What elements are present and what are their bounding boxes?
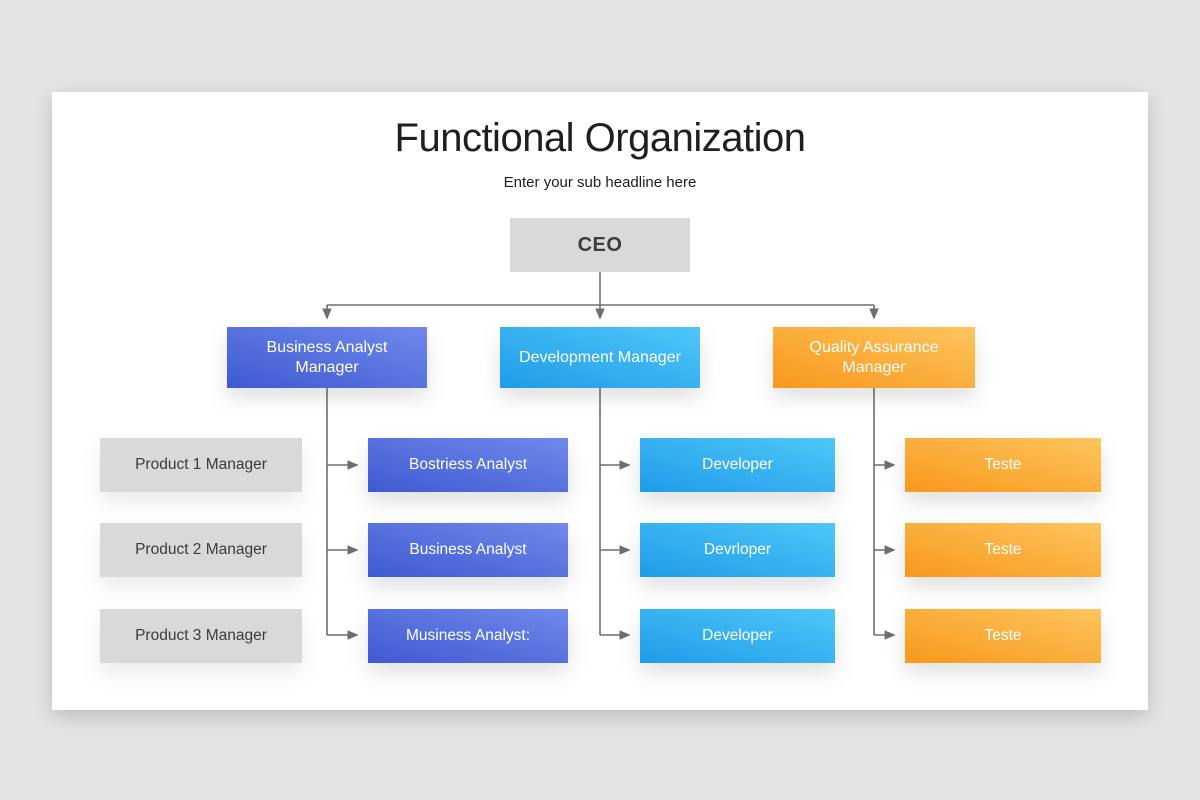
manager-box-business-analyst: Business Analyst Manager [227,327,427,388]
business-analyst-child-2-box: Business Analyst [368,523,568,577]
page-subtitle: Enter your sub headline here [503,174,697,191]
manager-box-development: Development Manager [500,327,700,388]
quality-assurance-child-1-box: Teste [905,438,1101,492]
development-child-3-box: Developer [640,609,835,663]
business-analyst-child-1-box: Bostriess Analyst [368,438,568,492]
slide-card: Functional Organization Enter your sub h… [52,92,1148,710]
ceo-box: CEO [510,218,690,272]
quality-assurance-child-3-box: Teste [905,609,1101,663]
product-3-manager-box: Product 3 Manager [100,609,302,663]
quality-assurance-child-2-box: Teste [905,523,1101,577]
page-title: Functional Organization [394,116,806,160]
product-1-manager-box: Product 1 Manager [100,438,302,492]
manager-box-quality-assurance: Quality Assurance Manager [773,327,975,388]
product-2-manager-box: Product 2 Manager [100,523,302,577]
development-child-1-box: Developer [640,438,835,492]
business-analyst-child-3-box: Musiness Analyst: [368,609,568,663]
development-child-2-box: Devrloper [640,523,835,577]
